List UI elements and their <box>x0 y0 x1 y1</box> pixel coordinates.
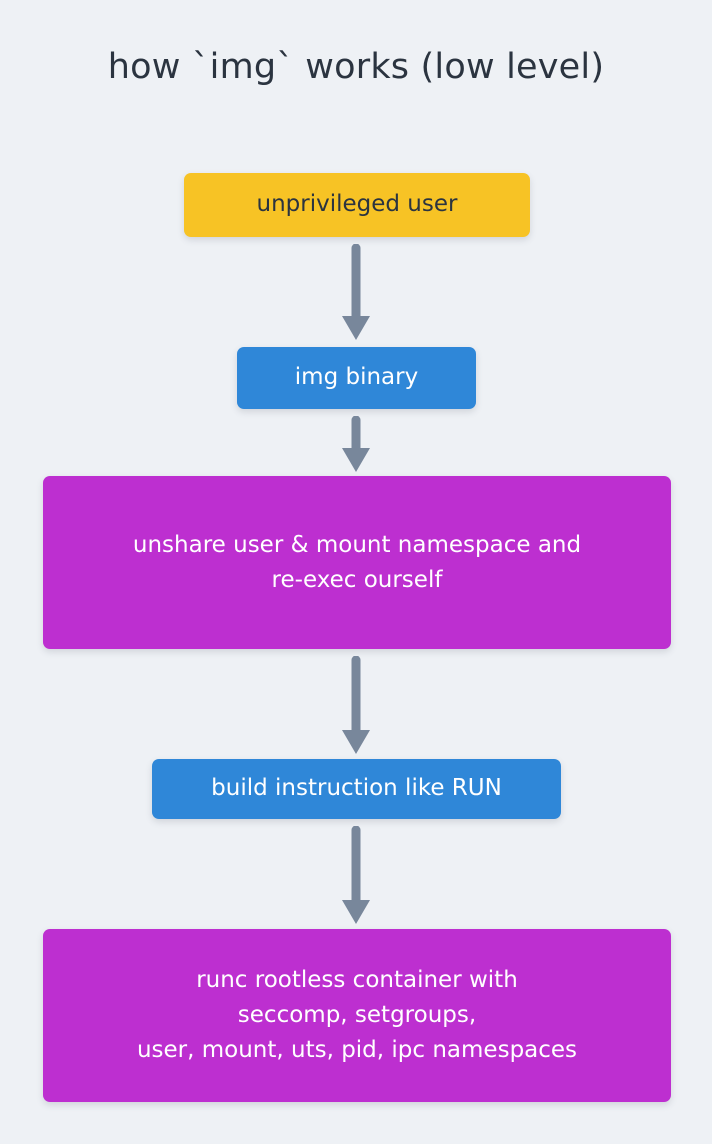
node-unshare-namespace-label: unshare user & mount namespace and re-ex… <box>132 531 582 593</box>
arrow-down-icon <box>342 244 370 340</box>
node-build-instruction[interactable]: build instruction like RUN <box>152 759 561 819</box>
node-img-binary[interactable]: img binary <box>237 347 476 409</box>
arrow-down-icon <box>342 826 370 924</box>
node-img-binary-label: img binary <box>294 364 419 391</box>
page-title: how `img` works (low level) <box>107 47 605 87</box>
arrow-build-instruction-to-runc <box>332 826 380 926</box>
arrow-unprivileged-user-to-img-binary <box>332 244 380 342</box>
node-unprivileged-user-label: unprivileged user <box>256 191 458 218</box>
node-runc-rootless-container-label: runc rootless container with seccomp, se… <box>136 967 578 1063</box>
node-runc-rootless-container[interactable]: runc rootless container with seccomp, se… <box>43 929 671 1102</box>
node-unshare-namespace[interactable]: unshare user & mount namespace and re-ex… <box>43 476 671 649</box>
arrow-down-icon <box>342 416 370 472</box>
arrow-down-icon <box>342 656 370 754</box>
arrow-img-binary-to-unshare <box>332 416 380 474</box>
arrow-unshare-to-build-instruction <box>332 656 380 756</box>
node-unprivileged-user[interactable]: unprivileged user <box>184 173 530 237</box>
node-build-instruction-label: build instruction like RUN <box>211 775 502 802</box>
